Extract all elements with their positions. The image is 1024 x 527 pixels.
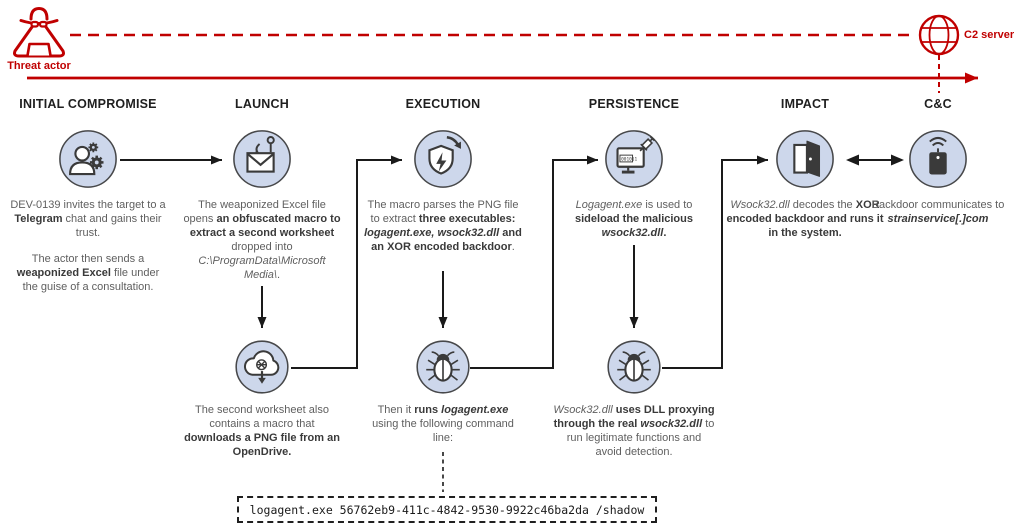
cloud-download-icon (235, 340, 289, 394)
stage-title: PERSISTENCE (588, 97, 680, 111)
stage-persistence: PERSISTENCE 001011 Logagent.exe is used … (553, 96, 715, 240)
stage-title: EXECUTION (405, 97, 481, 111)
phishing-mail-icon (233, 130, 291, 188)
comm-device-icon (909, 130, 967, 188)
stage-title: IMPACT (780, 97, 830, 111)
substage-download: The second worksheet also contains a mac… (183, 338, 341, 459)
stage-description: Wsock32.dll decodes the XOR encoded back… (726, 199, 884, 239)
stage-title: LAUNCH (235, 97, 289, 111)
screen-binary-text: 001011 (621, 156, 637, 162)
shield-execute-icon (414, 130, 472, 188)
stage-impact: IMPACT Wsock32.dll decodes the XOR encod… (726, 96, 884, 240)
stage-description: Logagent.exe is used to sideload the mal… (575, 199, 693, 239)
c2-server-label: C2 server (964, 29, 1015, 41)
substage-description: Then it runs logagent.exe using the foll… (372, 404, 514, 444)
stage-execution: EXECUTION The macro parses the PNG file … (364, 96, 522, 254)
c2-dashed-channel (70, 33, 940, 93)
monitor-inject-icon: 001011 (605, 130, 663, 188)
user-gears-icon (59, 130, 117, 188)
substage-dll-proxy: Wsock32.dll uses DLL proxying through th… (553, 338, 715, 459)
stage-title: INITIAL COMPROMISE (19, 97, 157, 111)
stage-cc: C&C Backdoor communicates to strainservi… (870, 96, 1006, 226)
stage-description: The actor then sends a weaponized Excel … (16, 253, 160, 293)
substage-description: The second worksheet also contains a mac… (184, 404, 340, 458)
stage-description: Backdoor communicates to strainservice[.… (871, 199, 1005, 225)
bug-icon (416, 340, 470, 394)
stage-description: The weaponized Excel file opens an obfus… (183, 199, 341, 281)
spy-icon (13, 7, 65, 58)
stage-title: C&C (924, 97, 952, 111)
bug-icon (607, 340, 661, 394)
stage-description: The macro parses the PNG file to extract… (364, 199, 522, 253)
globe-icon (918, 14, 960, 56)
backdoor-door-icon (776, 130, 834, 188)
stage-description: DEV-0139 invites the target to a Telegra… (10, 199, 166, 239)
command-line-box: logagent.exe 56762eb9-411c-4842-9530-992… (237, 496, 657, 523)
stage-initial-compromise: INITIAL COMPROMISE DEV-0139 invites the … (8, 96, 168, 294)
stage-launch: LAUNCH The weaponized Excel file opens a… (183, 96, 341, 282)
command-text: logagent.exe 56762eb9-411c-4842-9530-992… (249, 502, 645, 517)
threat-actor-label: Threat actor (7, 60, 71, 72)
substage-run-logagent: Then it runs logagent.exe using the foll… (364, 338, 522, 445)
substage-description: Wsock32.dll uses DLL proxying through th… (553, 404, 715, 458)
